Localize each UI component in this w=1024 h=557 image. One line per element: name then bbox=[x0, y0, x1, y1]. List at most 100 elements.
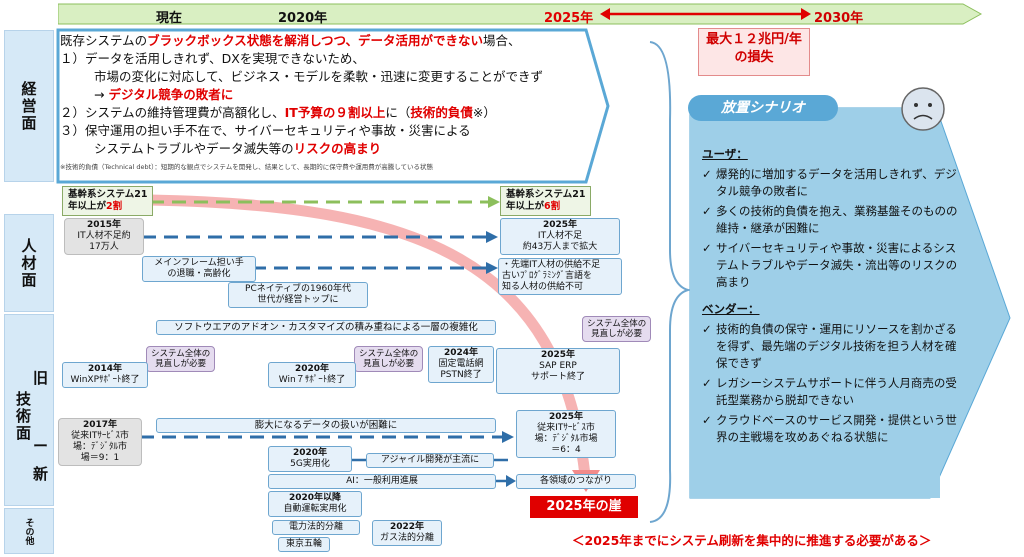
mgmt-left-l2b: 2割 bbox=[106, 201, 123, 212]
mgmt-right-l2a: 年以上が bbox=[506, 201, 545, 212]
hr-veteran-l2: 古いﾌﾟﾛｸﾞﾗﾐﾝｸﾞ言語を bbox=[502, 271, 593, 281]
hr-2025-box: 2025年 IT人材不足 約43万人まで拡大 bbox=[500, 218, 620, 255]
tech-review-right-l1: システム全体の bbox=[587, 319, 647, 329]
tech-review-bubble-mid: システム全体の 見直しが必要 bbox=[354, 346, 424, 372]
mgmt-right-l2: 年以上が6割 bbox=[506, 201, 585, 213]
side-hr: 人材面 bbox=[4, 214, 54, 312]
side-tech: 旧 技術面 ー 新 bbox=[4, 314, 54, 506]
hr-mainframe-l1: メインフレーム担い手 bbox=[154, 258, 244, 268]
side-tech-dash: ー bbox=[33, 437, 49, 455]
tech-2017-l2: 場：ﾃﾞｼﾞﾀﾙ市 bbox=[72, 442, 127, 452]
issues-intro-b: ブラックボックス状態を解消しつつ、データ活用ができない bbox=[147, 33, 484, 48]
tech-2025-market-box: 2025年 従来ITｻｰﾋﾞｽ市 場：ﾃﾞｼﾞﾀﾙ市場 ＝6：4 bbox=[516, 410, 616, 458]
timeline-arrow-shape bbox=[58, 3, 983, 25]
issue-3b-text: システムトラブルやデータ滅失等の bbox=[94, 141, 294, 156]
tech-2024-year: 2024年 bbox=[443, 348, 479, 358]
other-olympic-box: 東京五輪 bbox=[278, 537, 330, 552]
other-gas-box: 2022年 ガス法的分離 bbox=[372, 520, 442, 546]
tech-data-bar: 膨大になるデータの扱いが困難に bbox=[156, 418, 496, 433]
tech-2020-year: 2020年 bbox=[294, 364, 330, 374]
tech-5g-box: 2020年 5G実用化 bbox=[268, 446, 352, 472]
mgmt-left-l2: 年以上が2割 bbox=[68, 201, 147, 213]
other-power-box: 電力法的分離 bbox=[272, 520, 360, 535]
hr-mainframe-box: メインフレーム担い手 の退職・高齢化 bbox=[142, 256, 256, 282]
tech-2017-l1: 従来ITｻｰﾋﾞｽ市 bbox=[71, 431, 129, 441]
tech-autodrive-year: 2020年以降 bbox=[288, 493, 342, 503]
side-hr-label: 人材面 bbox=[19, 237, 38, 289]
scenario-user-item: 爆発的に増加するデータを活用しきれず、デジタル競争の敗者に bbox=[702, 166, 962, 200]
timeline-2025: 2025年 bbox=[544, 11, 594, 26]
issues-footnote: ※技術的負債（Technical debt）：短期的な観点でシステムを開発し、結… bbox=[60, 163, 433, 171]
other-gas-year: 2022年 bbox=[389, 522, 425, 532]
tech-review-bubble-right: システム全体の 見直しが必要 bbox=[582, 316, 652, 342]
tech-connect-box: 各領域のつながり bbox=[516, 474, 636, 489]
issues-intro-c: 場合、 bbox=[483, 33, 521, 48]
issues-list: 既存システムのブラックボックス状態を解消しつつ、データ活用ができない場合、 １）… bbox=[60, 32, 600, 182]
tech-2025m-l3: ＝6：4 bbox=[551, 445, 581, 455]
timeline-2020: 2020年 bbox=[278, 11, 328, 26]
side-other: その他 bbox=[4, 508, 54, 554]
side-other-label: その他 bbox=[23, 517, 34, 545]
issues-chevron bbox=[56, 28, 610, 184]
issue-3c-text: リスクの高まり bbox=[293, 141, 382, 156]
hr-2025-l1: IT人材不足 bbox=[537, 231, 583, 241]
scenario-vendor-item: 技術的負債の保守・運用にリソースを割かざるを得ず、最先端のデジタル技術を担う人材… bbox=[702, 321, 962, 372]
side-management-label: 経営面 bbox=[19, 80, 38, 132]
scenario-title: 放置シナリオ bbox=[688, 95, 838, 121]
hr-veteran-l3: 知る人材の供給不可 bbox=[502, 282, 584, 292]
tech-2025m-year: 2025年 bbox=[548, 412, 584, 422]
issue-3a: ３）保守運用の担い手不在で、サイバーセキュリティや事故・災害による bbox=[60, 123, 471, 138]
tech-2020-win7-box: 2020年 Win７ｻﾎﾟｰﾄ終了 bbox=[268, 362, 356, 388]
side-management: 経営面 bbox=[4, 30, 54, 182]
issue-2b: IT予算の９割以上 bbox=[284, 105, 386, 120]
hr-pc-l1: PCネイティブの1960年代 bbox=[245, 284, 351, 294]
hr-pc-native-box: PCネイティブの1960年代 世代が経営トップに bbox=[228, 282, 368, 308]
issue-1c: → デジタル競争の敗者に bbox=[60, 86, 600, 104]
tech-autodrive-text: 自動運転実用化 bbox=[283, 504, 347, 514]
tech-2014-year: 2014年 bbox=[87, 364, 123, 374]
tech-agile-box: アジャイル開発が主流に bbox=[366, 453, 494, 468]
tech-review-mid-l2: 見直しが必要 bbox=[363, 359, 415, 369]
scenario-vendor-list: 技術的負債の保守・運用にリソースを割かざるを得ず、最先端のデジタル技術を担う人材… bbox=[702, 321, 962, 446]
timeline-bar: 現在 2020年 2025年 2030年 bbox=[58, 2, 983, 26]
bottom-message: ＜2025年までにシステム刷新を集中的に推進する必要がある＞ bbox=[572, 533, 932, 548]
other-gas-text: ガス法的分離 bbox=[379, 533, 434, 543]
timeline-2030: 2030年 bbox=[814, 11, 864, 26]
issue-2d: 技術的負債 bbox=[410, 105, 473, 120]
issue-2: ２）システムの維持管理費が高額化し、IT予算の９割以上に（技術的負債※） bbox=[60, 104, 600, 122]
tech-sap-l2: サポート終了 bbox=[530, 372, 585, 382]
tech-2017-l3: 場＝9：1 bbox=[80, 453, 120, 463]
side-tech-label: 技術面 bbox=[14, 391, 32, 442]
issues-intro-a: 既存システムの bbox=[60, 33, 148, 48]
hr-2015-box: 2015年 IT人材不足約 17万人 bbox=[64, 218, 144, 255]
hr-veteran-l1: ・先端IT人材の供給不足 bbox=[502, 260, 601, 270]
tech-2025m-l2: 場：ﾃﾞｼﾞﾀﾙ市場 bbox=[534, 434, 598, 444]
side-tech-new: 新 bbox=[33, 465, 49, 483]
mgmt-left-l1: 基幹系システム21 bbox=[68, 189, 148, 200]
issue-1c-arrow: → bbox=[94, 87, 105, 102]
tech-review-mid-l1: システム全体の bbox=[359, 349, 419, 359]
loss-box: 最大１２兆円/年 の損失 bbox=[698, 28, 810, 76]
hr-mainframe-l2: の退職・高齢化 bbox=[167, 269, 231, 279]
tech-2024-l2: PSTN終了 bbox=[440, 370, 482, 380]
issue-2e: ※） bbox=[472, 105, 496, 120]
tech-review-left-l1: システム全体の bbox=[151, 349, 211, 359]
tech-2024-l1: 固定電話網 bbox=[438, 359, 484, 369]
tech-5g-year: 2020年 bbox=[292, 448, 328, 458]
side-tech-old: 旧 bbox=[33, 369, 49, 387]
tech-sap-l1: SAP ERP bbox=[539, 361, 577, 371]
tech-review-bubble-left: システム全体の 見直しが必要 bbox=[146, 346, 216, 372]
loss-label: の損失 bbox=[734, 50, 774, 65]
tech-2014-box: 2014年 WinXPｻﾎﾟｰﾄ終了 bbox=[62, 362, 148, 388]
tech-sap-box: 2025年 SAP ERP サポート終了 bbox=[496, 348, 620, 394]
issue-1c-text: デジタル競争の敗者に bbox=[108, 87, 234, 102]
mgmt-right-l1: 基幹系システム21 bbox=[506, 189, 586, 200]
issue-3b: システムトラブルやデータ滅失等のリスクの高まり bbox=[60, 140, 600, 158]
tech-2017-year: 2017年 bbox=[82, 420, 118, 430]
tech-sap-year: 2025年 bbox=[540, 350, 576, 360]
tech-review-right-l2: 見直しが必要 bbox=[591, 329, 643, 339]
tech-2025m-l1: 従来ITｻｰﾋﾞｽ市 bbox=[537, 423, 595, 433]
scenario-user-item: サイバーセキュリティや事故・災害によるシステムトラブルやデータ滅失・流出等のリス… bbox=[702, 240, 962, 291]
scenario-vendor-heading: ベンダー： bbox=[702, 302, 760, 316]
tech-2014-text: WinXPｻﾎﾟｰﾄ終了 bbox=[70, 375, 140, 385]
